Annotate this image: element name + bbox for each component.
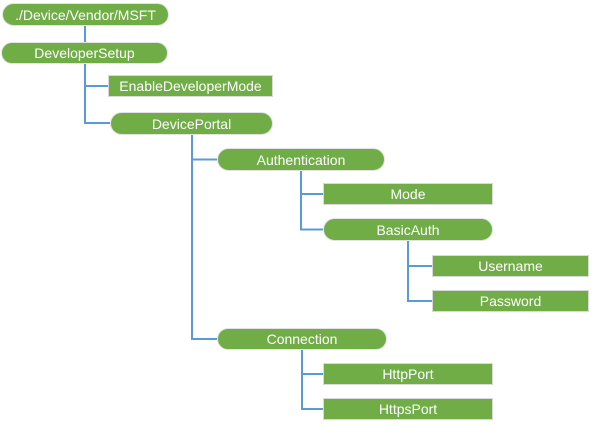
tree-node-mode: Mode: [323, 183, 493, 205]
tree-node-authentication: Authentication: [217, 148, 385, 171]
connector-basicauth-trunk: [407, 241, 432, 302]
tree-node-httpsport: HttpsPort: [323, 398, 493, 420]
connector-deviceportal-trunk: [191, 135, 217, 340]
tree-node-httpport: HttpPort: [323, 363, 493, 385]
tree-node-connection: Connection: [217, 328, 387, 350]
connector-developersetup-trunk: [84, 64, 110, 124]
tree-node-enabledevelopermode: EnableDeveloperMode: [108, 75, 273, 97]
tree-node-developersetup: DeveloperSetup: [1, 42, 168, 64]
tree-node-root-path: ./Device/Vendor/MSFT: [2, 3, 169, 26]
connector-connection-trunk: [301, 350, 323, 410]
tree-node-password: Password: [432, 290, 589, 312]
tree-node-deviceportal: DevicePortal: [110, 112, 273, 135]
connector-authentication-trunk: [300, 171, 323, 231]
tree-node-basicauth: BasicAuth: [323, 218, 493, 241]
tree-node-username: Username: [432, 255, 589, 277]
